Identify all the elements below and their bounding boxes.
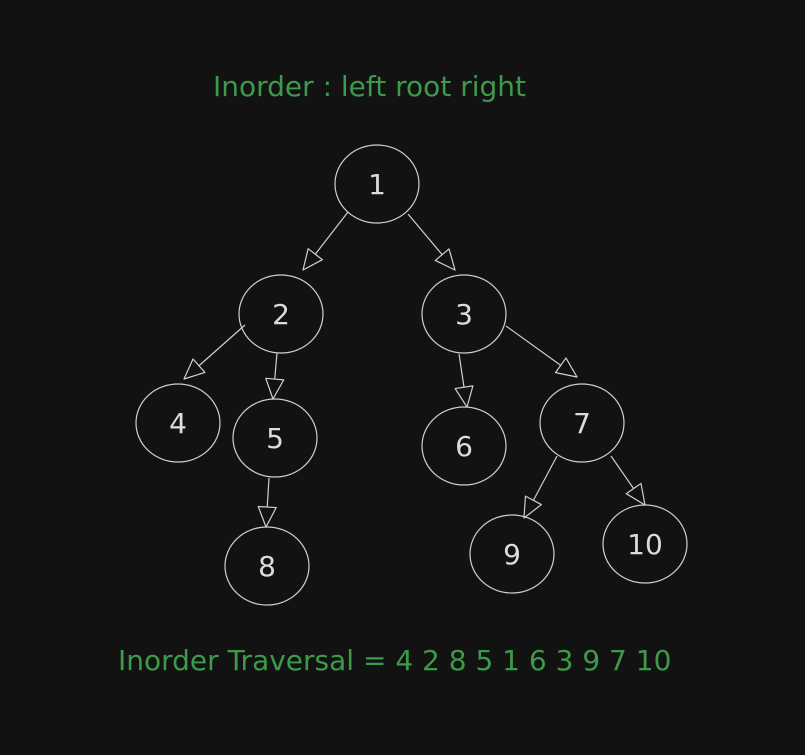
node-circle [232, 398, 318, 478]
arrowhead-icon [454, 385, 474, 408]
edge-n7-n9 [523, 455, 558, 519]
edge-n1-n3 [407, 213, 456, 271]
edge-line [407, 213, 443, 256]
arrowhead-icon [523, 495, 542, 519]
node-circle [469, 514, 555, 594]
node-circle [539, 383, 625, 463]
arrowhead-icon [554, 357, 578, 378]
tree-node-2: 2 [238, 274, 324, 354]
edge-n2-n4 [183, 324, 246, 380]
node-label: 10 [627, 528, 663, 561]
edge-n5-n8 [257, 477, 277, 528]
tree-node-1: 1 [334, 144, 420, 224]
edges-layer [183, 211, 646, 528]
traversal-result: Inorder Traversal = 4 2 8 5 1 6 3 9 7 10 [118, 644, 672, 677]
arrowhead-icon [302, 248, 323, 271]
edge-n7-n10 [610, 455, 646, 506]
node-circle [224, 526, 310, 606]
edge-line [198, 324, 246, 367]
diagram-title: Inorder : left root right [213, 70, 526, 103]
arrowhead-icon [265, 377, 285, 400]
node-circle [421, 406, 507, 486]
node-label: 7 [573, 407, 591, 440]
node-label: 1 [368, 168, 386, 201]
tree-node-10: 10 [602, 504, 688, 584]
node-circle [238, 274, 324, 354]
node-label: 5 [266, 422, 284, 455]
arrowhead-icon [625, 482, 646, 506]
edge-line [532, 455, 558, 501]
edge-line [274, 352, 278, 380]
edge-line [266, 477, 270, 508]
node-circle [421, 274, 507, 354]
node-circle [602, 504, 688, 584]
node-label: 8 [258, 550, 276, 583]
arrowhead-icon [434, 248, 456, 271]
tree-node-6: 6 [421, 406, 507, 486]
node-label: 9 [503, 538, 521, 571]
tree-node-9: 9 [469, 514, 555, 594]
edge-n3-n7 [505, 325, 578, 378]
tree-node-5: 5 [232, 398, 318, 478]
tree-node-4: 4 [135, 383, 221, 463]
nodes-layer: 1 2 3 4 5 6 7 8 9 10 [135, 144, 688, 606]
edge-line [314, 211, 349, 255]
edge-n2-n5 [265, 352, 285, 400]
node-circle [334, 144, 420, 224]
node-label: 4 [169, 407, 187, 440]
arrowhead-icon [257, 505, 277, 528]
tree-node-8: 8 [224, 526, 310, 606]
edge-n3-n6 [454, 353, 474, 408]
edge-line [610, 455, 635, 489]
node-label: 3 [455, 298, 473, 331]
edge-line [458, 353, 465, 388]
edge-line [505, 325, 562, 366]
tree-node-7: 7 [539, 383, 625, 463]
node-label: 2 [272, 298, 290, 331]
tree-node-3: 3 [421, 274, 507, 354]
edge-n1-n2 [302, 211, 349, 271]
arrowhead-icon [183, 358, 206, 380]
node-circle [135, 383, 221, 463]
node-label: 6 [455, 430, 473, 463]
